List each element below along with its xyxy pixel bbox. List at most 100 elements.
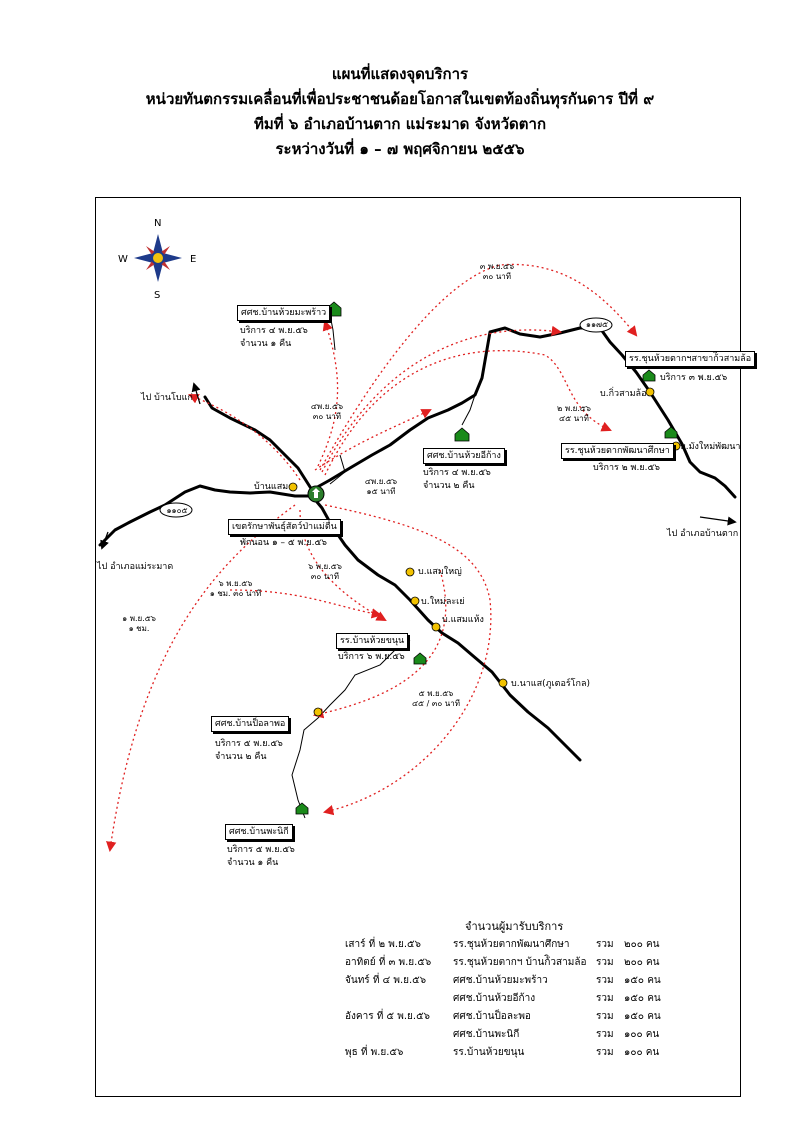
mai-la-e-label: บ.ใหม่ละเย่	[421, 597, 465, 607]
title-line-1: แผนที่แสดงจุดบริการ	[331, 65, 469, 83]
route-arrow-2	[317, 320, 339, 467]
summary-count: ๑๕๐ คน	[624, 1011, 661, 1022]
title-line-3: ทีมที่ ๖ อำเภอบ้านตาก แม่ระมาด จังหวัดตา…	[253, 115, 547, 133]
route-arrow-8	[229, 589, 383, 619]
na-lae-label: บ.นาแส(ภูเตอร์โกล)	[511, 679, 590, 689]
summary-count: ๒๐๐ คน	[624, 957, 660, 968]
route-label: ๕ พ.ย.๕๖๔๕ / ๓๐ นาที	[411, 689, 461, 708]
road-number: ๑๑๗๕	[585, 320, 609, 329]
compass-north: N	[154, 218, 162, 229]
place-service-date: บริการ ๓ พ.ย.๕๖	[660, 373, 728, 383]
place-service-date: บริการ ๕ พ.ย.๕๖	[227, 845, 295, 855]
summary-sum-label: รวม	[596, 993, 614, 1004]
village-icon	[405, 567, 415, 577]
summary-count: ๑๕๐ คน	[624, 993, 661, 1004]
summary-sum-label: รวม	[596, 1011, 614, 1022]
to-mae-ramat-label: ไป อำเภอแม่ระมาด	[97, 562, 174, 572]
route-arrow-6b	[322, 504, 492, 816]
site-icon	[413, 652, 427, 665]
route-arrow-1	[319, 263, 638, 471]
summary-place: ศศช.บ้านพะนิกี	[453, 1029, 520, 1040]
map-frame	[95, 197, 741, 1097]
compass-south: S	[154, 290, 161, 301]
saem-haeng-label: บ.แสมแห้ง	[442, 615, 484, 625]
summary-place: ศศช.บ้านป็อละพอ	[453, 1011, 531, 1022]
summary-place: ศศช.บ้านห้วยอีก้าง	[453, 993, 536, 1004]
title-line-4: ระหว่างวันที่ ๑ – ๗ พฤศจิกายน ๒๕๕๖	[275, 140, 525, 158]
summary-day: อังคาร ที่ ๕ พ.ย.๕๖	[345, 1011, 430, 1022]
place-stay-dates: พักนอน ๑ – ๕ พ.ย.๕๖	[240, 538, 328, 548]
to-ban-tak-label: ไป อำเภอบ้านตาก	[667, 529, 739, 539]
road-exit-arrows	[100, 382, 737, 550]
summary-day: พุธ ที่ พ.ย.๕๖	[345, 1047, 404, 1058]
route-arrow-1b	[321, 325, 563, 473]
summary-sum-label: รวม	[596, 939, 614, 950]
summary-day: จันทร์ ที่ ๔ พ.ย.๕๖	[345, 975, 427, 986]
summary-sum-label: รวม	[596, 1029, 614, 1040]
summary-day: อาทิตย์ ที่ ๓ พ.ย.๕๖	[345, 957, 432, 968]
village-icon	[498, 678, 508, 688]
summary-title: จำนวนผู้มารับบริการ	[465, 920, 564, 933]
summary-count: ๑๐๐ คน	[624, 1029, 660, 1040]
site-icon	[295, 802, 309, 815]
compass-west: W	[118, 254, 128, 265]
compass-icon	[134, 234, 182, 282]
village-icon	[313, 707, 323, 717]
summary-count: ๑๕๐ คน	[624, 975, 661, 986]
place-box-olapho: ศศช.บ้านป็อลาพอ	[211, 716, 290, 732]
village-icon	[410, 596, 420, 606]
summary-place: ศศช.บ้านห้วยมะพร้าว	[453, 975, 548, 986]
village-icon	[645, 387, 655, 397]
place-box-school-kiw: รร.ชุนห้วยตากฯสาขาก้ิวสามล้อ	[625, 351, 756, 367]
summary-sum-label: รวม	[596, 1047, 614, 1058]
place-box-huai-i-kang: ศศช.บ้านห้วยอีก้าง	[423, 448, 505, 464]
village-icon	[431, 622, 441, 632]
site-icon	[664, 426, 678, 439]
place-box-school-pattana: รร.ชุนห้วยตากพัฒนาศึกษา	[561, 443, 674, 459]
place-nights: จำนวน ๒ คืน	[215, 752, 267, 762]
village-icons	[288, 387, 681, 717]
summary-day: เสาร์ ที่ ๒ พ.ย.๕๖	[345, 939, 421, 950]
place-nights: จำนวน ๑ คืน	[227, 858, 279, 868]
road-north-west	[203, 395, 314, 492]
route-arrow-9	[312, 569, 447, 719]
place-service-date: บริการ ๔ พ.ย.๕๖	[240, 326, 308, 336]
route-arrow-3	[324, 350, 612, 476]
road-west	[98, 484, 314, 547]
route-arrows	[106, 263, 638, 853]
site-icon	[454, 427, 470, 442]
route-label: ๖ พ.ย.๕๖๑ ชม. ๓๐ นาที	[209, 579, 262, 598]
mang-mai-label: บ.มังใหม่พัฒนา	[680, 442, 741, 452]
road-south	[310, 494, 582, 762]
hub-icon	[307, 485, 325, 503]
route-label: ๔พ.ย.๕๖๑๕ นาที	[364, 477, 398, 496]
ban-saem-label: บ้านแสม	[254, 482, 289, 492]
summary-count: ๒๐๐ คน	[624, 939, 660, 950]
route-label: ๑ พ.ย.๕๖๑ ชม.	[122, 614, 156, 633]
saem-yai-label: บ.แสมใหญ่	[418, 567, 462, 577]
site-icon	[642, 369, 656, 382]
road-ovals	[159, 317, 613, 518]
summary-sum-label: รวม	[596, 975, 614, 986]
summary-place: รร.ชุนห้วยตากฯ บ้านก้ิวสามล้อ	[453, 957, 587, 968]
place-box-school-huai-khanun: รร.บ้านห้วยขนุน	[336, 633, 409, 649]
summary-sum-label: รวม	[596, 957, 614, 968]
title-line-2: หน่วยทันตกรรมเคลื่อนที่เพื่อประชาชนด้อยโ…	[145, 90, 655, 108]
summary-count: ๑๐๐ คน	[624, 1047, 660, 1058]
place-nights: จำนวน ๑ คืน	[240, 339, 292, 349]
place-service-date: บริการ ๖ พ.ย.๕๖	[338, 652, 405, 662]
route-arrow-7	[106, 504, 296, 853]
map-title: แผนที่แสดงจุดบริการ หน่วยทันตกรรมเคลื่อน…	[0, 62, 800, 162]
road-north-east	[310, 326, 737, 499]
place-service-date: บริการ ๔ พ.ย.๕๖	[423, 468, 491, 478]
village-icon	[288, 482, 298, 492]
site-icons	[295, 301, 678, 815]
to-ban-bo-label: ไป บ้านโบแก่	[141, 393, 193, 403]
route-arrow-5	[188, 394, 301, 481]
place-box-huai-maprao: ศศช.บ้านห้วยมะพร้าว	[237, 305, 331, 321]
place-nights: จำนวน ๒ คืน	[423, 481, 475, 491]
route-label: ๓ พ.ย.๕๖๓๐ นาที	[479, 262, 515, 281]
place-service-date: บริการ ๕ พ.ย.๕๖	[215, 739, 283, 749]
road-number: ๑๑๐๕	[166, 506, 188, 515]
